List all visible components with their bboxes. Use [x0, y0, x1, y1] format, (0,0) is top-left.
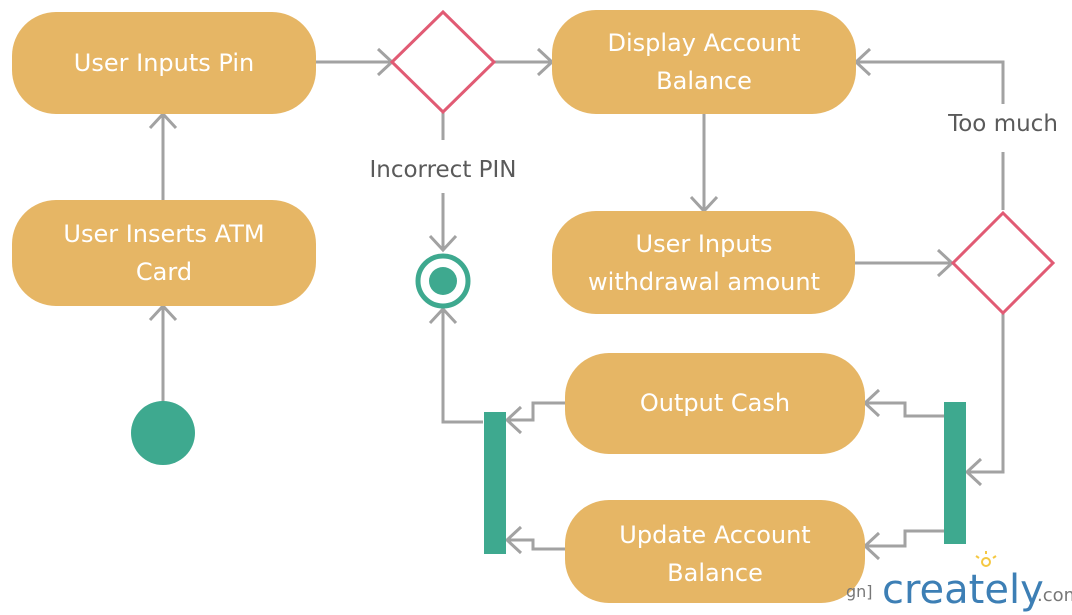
arrowhead — [504, 405, 523, 435]
action-label-line: User Inputs — [636, 230, 773, 258]
action-label: User Inputs withdrawal amount — [588, 230, 820, 296]
edge-label-too-much: Too much — [947, 111, 1058, 137]
arrowhead — [964, 457, 983, 487]
watermark-suffix: .com — [1037, 585, 1072, 606]
arrowhead — [428, 306, 458, 325]
initial-node — [131, 401, 195, 465]
edge-join-to-final — [441, 309, 483, 424]
edge-update-balance-to-join — [507, 538, 565, 551]
action-label-line: Balance — [656, 67, 752, 95]
action-label-line: Update Account — [619, 521, 810, 549]
edge-output-cash-to-join — [507, 401, 565, 422]
action-label: User Inserts ATM Card — [63, 220, 264, 286]
action-user-inputs-pin: User Inputs Pin — [12, 12, 316, 114]
action-label-line: Balance — [667, 559, 763, 587]
action-label-line: Display Account — [608, 29, 801, 57]
lightbulb-icon — [975, 551, 997, 567]
edge-fork-to-output-cash — [865, 401, 944, 418]
arrowhead — [504, 525, 523, 555]
edge-amount-decision-too-much-to-display-balance — [856, 60, 1005, 210]
creately-watermark: gn] creately .com — [846, 551, 1072, 613]
action-label-line: withdrawal amount — [588, 268, 820, 296]
action-user-inputs-withdrawal-amount: User Inputs withdrawal amount — [552, 211, 855, 314]
join-bar — [484, 412, 506, 554]
action-label: Output Cash — [640, 389, 790, 417]
fork-bar — [944, 402, 966, 544]
decision-withdrawal-amount-check — [950, 210, 1056, 316]
action-label-line: Output Cash — [640, 389, 790, 417]
edge-label-incorrect-pin: Incorrect PIN — [369, 157, 516, 183]
action-label-line: User Inputs Pin — [74, 49, 254, 77]
final-node — [415, 253, 471, 309]
action-output-cash: Output Cash — [565, 353, 865, 454]
watermark-logo: creately — [882, 567, 1044, 613]
edge-label-bg — [937, 105, 1069, 147]
arrowhead — [428, 234, 458, 253]
edge-fork-to-update-balance — [865, 529, 944, 548]
action-label: User Inputs Pin — [74, 49, 254, 77]
watermark-prefix: gn] — [846, 582, 873, 601]
action-user-inserts-atm-card: User Inserts ATM Card — [12, 200, 316, 306]
decision-pin-check — [389, 9, 497, 115]
edge-amount-decision-to-fork — [967, 313, 1005, 474]
edge-label-bg — [355, 146, 531, 190]
action-label-line: Card — [136, 258, 192, 286]
action-label-line: User Inserts ATM — [63, 220, 264, 248]
